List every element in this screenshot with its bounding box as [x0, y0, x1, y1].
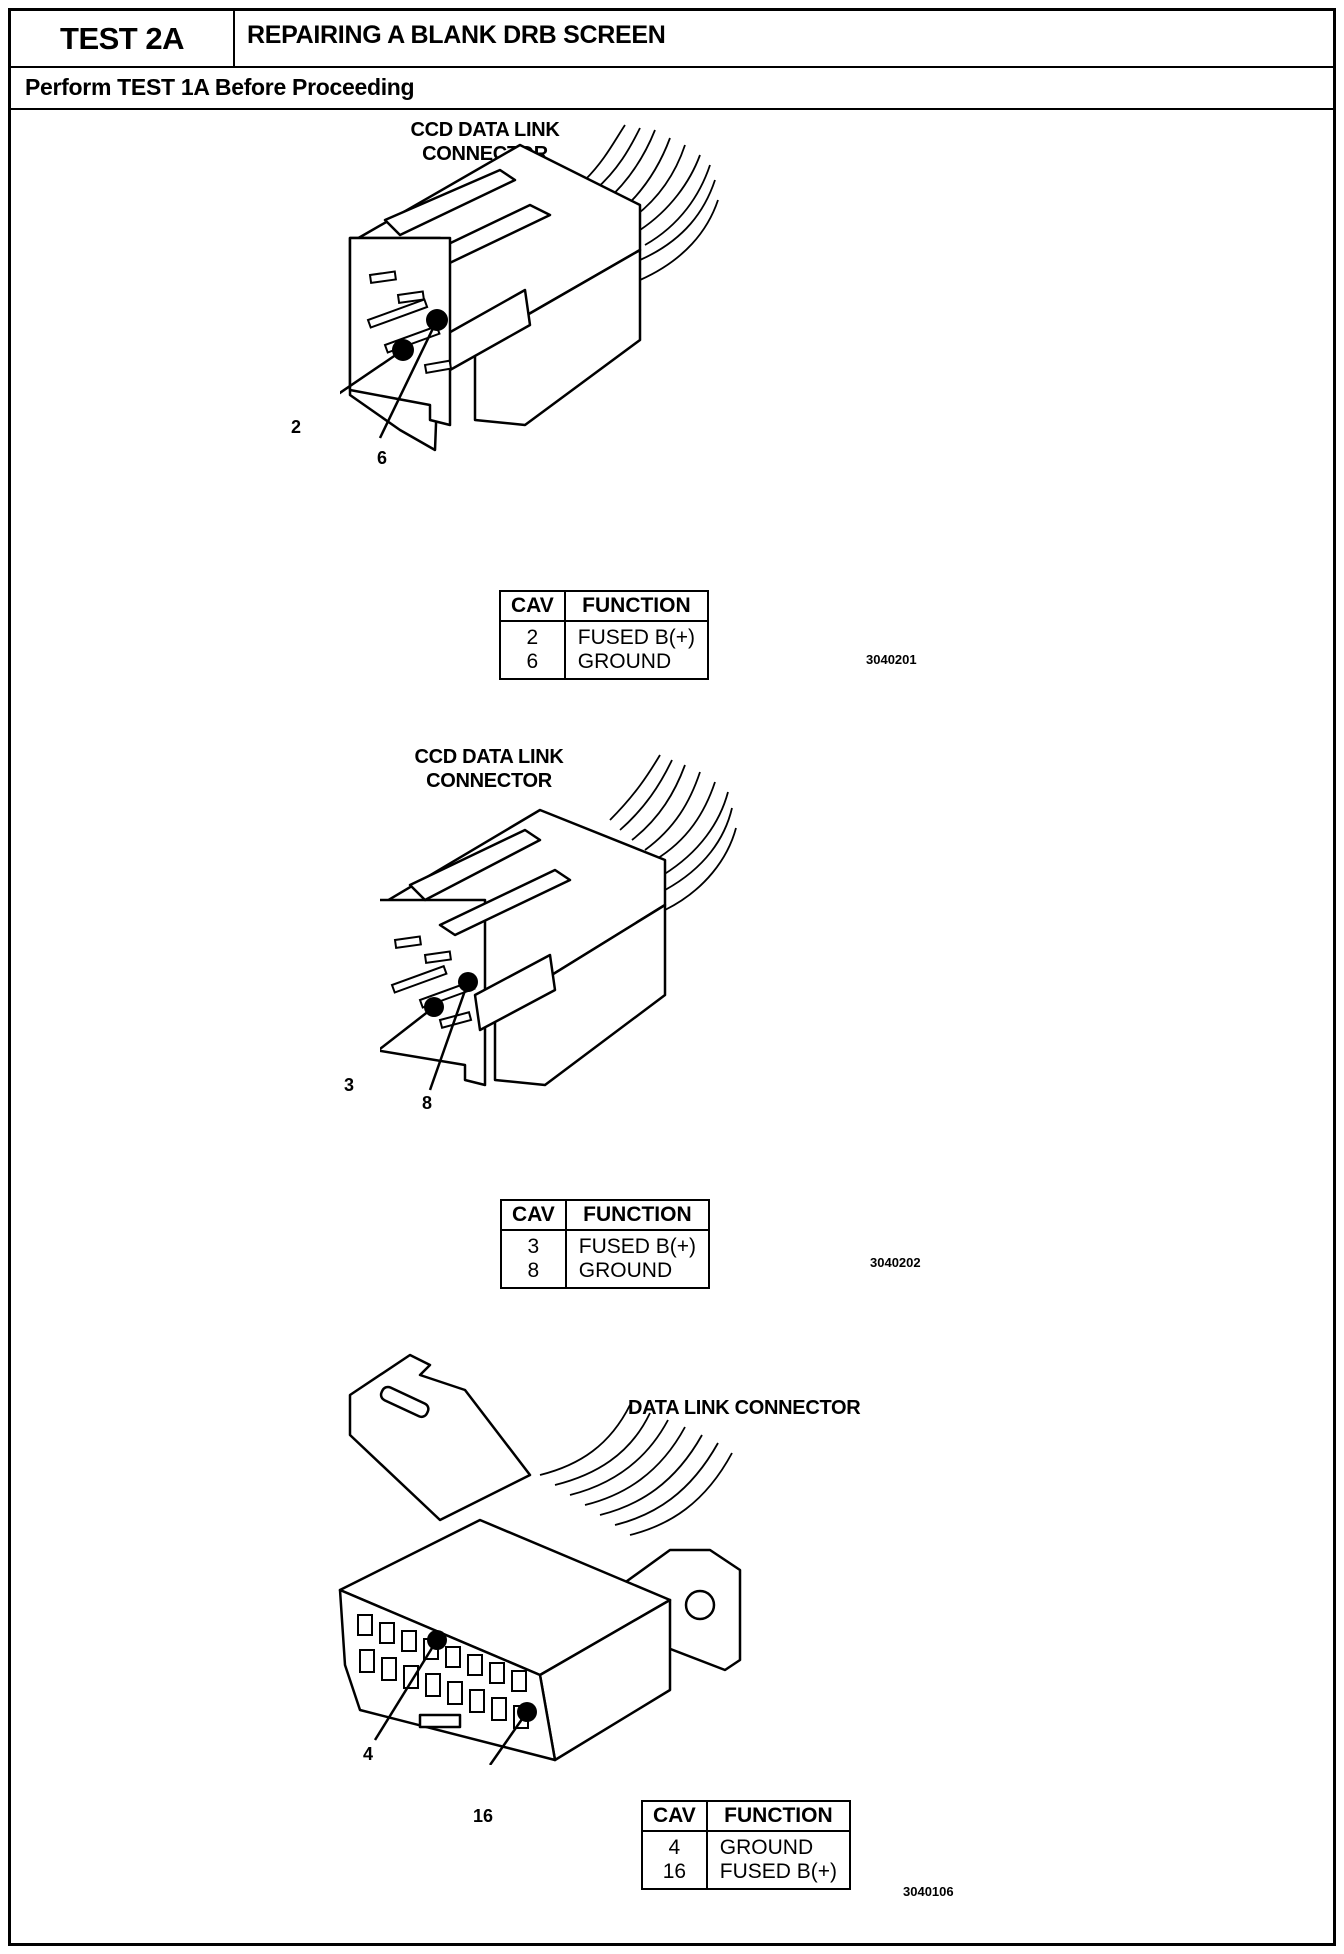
test-id: TEST 2A [11, 11, 235, 66]
terminal-slot [423, 950, 452, 965]
connector-body-side [473, 248, 642, 427]
terminal-slot [368, 270, 397, 285]
terminal-slot [390, 964, 448, 994]
obd-connector-drawing [338, 1353, 742, 1765]
cav-cell: 4 [642, 1831, 708, 1860]
leader-line [488, 1711, 529, 1765]
cav-cell: 6 [500, 650, 566, 679]
ccd-connector-drawing-1 [340, 124, 719, 452]
terminal-slot [366, 298, 429, 329]
mounting-tab-upper [348, 1353, 532, 1522]
cavity-table-1: CAV FUNCTION 2 FUSED B(+) 6 GROUND [499, 590, 710, 680]
function-cell: FUSED B(+) [577, 626, 696, 649]
page-frame: TEST 2A REPAIRING A BLANK DRB SCREEN Per… [8, 8, 1336, 1946]
pin-label: 16 [473, 1806, 494, 1826]
connector-body-side [493, 903, 667, 1087]
subheader-row: Perform TEST 1A Before Proceeding [11, 66, 1333, 110]
wire-bundle [539, 1404, 733, 1536]
cav-header: CAV [642, 1801, 708, 1832]
figure-1-label-line-1: CCD DATA LINK [410, 119, 560, 141]
front-rim [348, 236, 452, 427]
table-header-row: CAV FUNCTION [642, 1801, 851, 1832]
cav-cell: 8 [501, 1259, 567, 1288]
ccd-connector-drawing-2 [380, 754, 737, 1091]
figure-2-label-line-2: CONNECTOR [426, 770, 552, 792]
table-row: 8 GROUND [501, 1259, 709, 1288]
prerequisite-note: Perform TEST 1A Before Proceeding [25, 74, 415, 100]
leader-line [340, 348, 404, 395]
figure-id: 3040201 [866, 652, 917, 667]
leader-line [380, 1006, 435, 1051]
mounting-hole [684, 1589, 716, 1621]
pin-label: 8 [422, 1093, 433, 1113]
header-row: TEST 2A REPAIRING A BLANK DRB SCREEN [11, 11, 1333, 68]
cav-cell: 16 [642, 1860, 708, 1889]
test-title: REPAIRING A BLANK DRB SCREEN [247, 21, 666, 49]
cav-header: CAV [501, 1200, 567, 1231]
leader-line [428, 981, 470, 1091]
tab-slot [379, 1385, 430, 1419]
table-row: 3 FUSED B(+) [501, 1230, 709, 1259]
pin-label: 3 [344, 1075, 355, 1095]
terminal-slot [393, 935, 422, 950]
leader-line [373, 1639, 439, 1741]
table-row: 16 FUSED B(+) [642, 1860, 850, 1889]
table-header-row: CAV FUNCTION [501, 1200, 710, 1231]
pin-label: 4 [363, 1744, 374, 1764]
cav-cell: 3 [501, 1230, 567, 1259]
figure-id: 3040202 [870, 1255, 921, 1270]
cav-cell: 2 [500, 621, 566, 650]
table-row: 6 GROUND [500, 650, 708, 679]
function-cell: FUSED B(+) [578, 1235, 697, 1258]
figure-2-label: CCD DATA LINK CONNECTOR [384, 745, 594, 793]
latch-upper [408, 828, 542, 902]
wire-bundle [609, 754, 737, 911]
latch-upper [383, 168, 517, 237]
wire-bundle [584, 124, 719, 281]
cavity-table-2: CAV FUNCTION 3 FUSED B(+) 8 GROUND [500, 1199, 711, 1289]
figure-id: 3040106 [903, 1884, 954, 1899]
latch-mid [438, 868, 572, 937]
table-row: 4 GROUND [642, 1831, 850, 1860]
latch-side [473, 953, 557, 1032]
function-cell: FUSED B(+) [719, 1860, 838, 1883]
function-cell: GROUND [719, 1836, 814, 1859]
table-row: 2 FUSED B(+) [500, 621, 708, 650]
function-cell: GROUND [578, 1259, 673, 1282]
terminal-slot [396, 290, 425, 305]
table-header-row: CAV FUNCTION [500, 591, 709, 622]
function-header: FUNCTION [564, 591, 709, 622]
cavity-table-3: CAV FUNCTION 4 GROUND 16 FUSED B(+) [641, 1800, 852, 1890]
function-header: FUNCTION [565, 1200, 710, 1231]
pin-cavities [357, 1614, 529, 1729]
cav-header: CAV [500, 591, 566, 622]
function-header: FUNCTION [706, 1801, 851, 1832]
figure-3-label-line-1: DATA LINK CONNECTOR [628, 1397, 861, 1419]
figure-3-label: DATA LINK CONNECTOR [628, 1396, 898, 1420]
figure-2-label-line-1: CCD DATA LINK [414, 746, 564, 768]
pin-label: 2 [291, 417, 302, 437]
pin-label: 6 [377, 448, 388, 468]
keying-tab [418, 1713, 462, 1729]
terminal-slot [423, 359, 453, 375]
function-cell: GROUND [577, 650, 672, 673]
leader-line [378, 319, 439, 439]
